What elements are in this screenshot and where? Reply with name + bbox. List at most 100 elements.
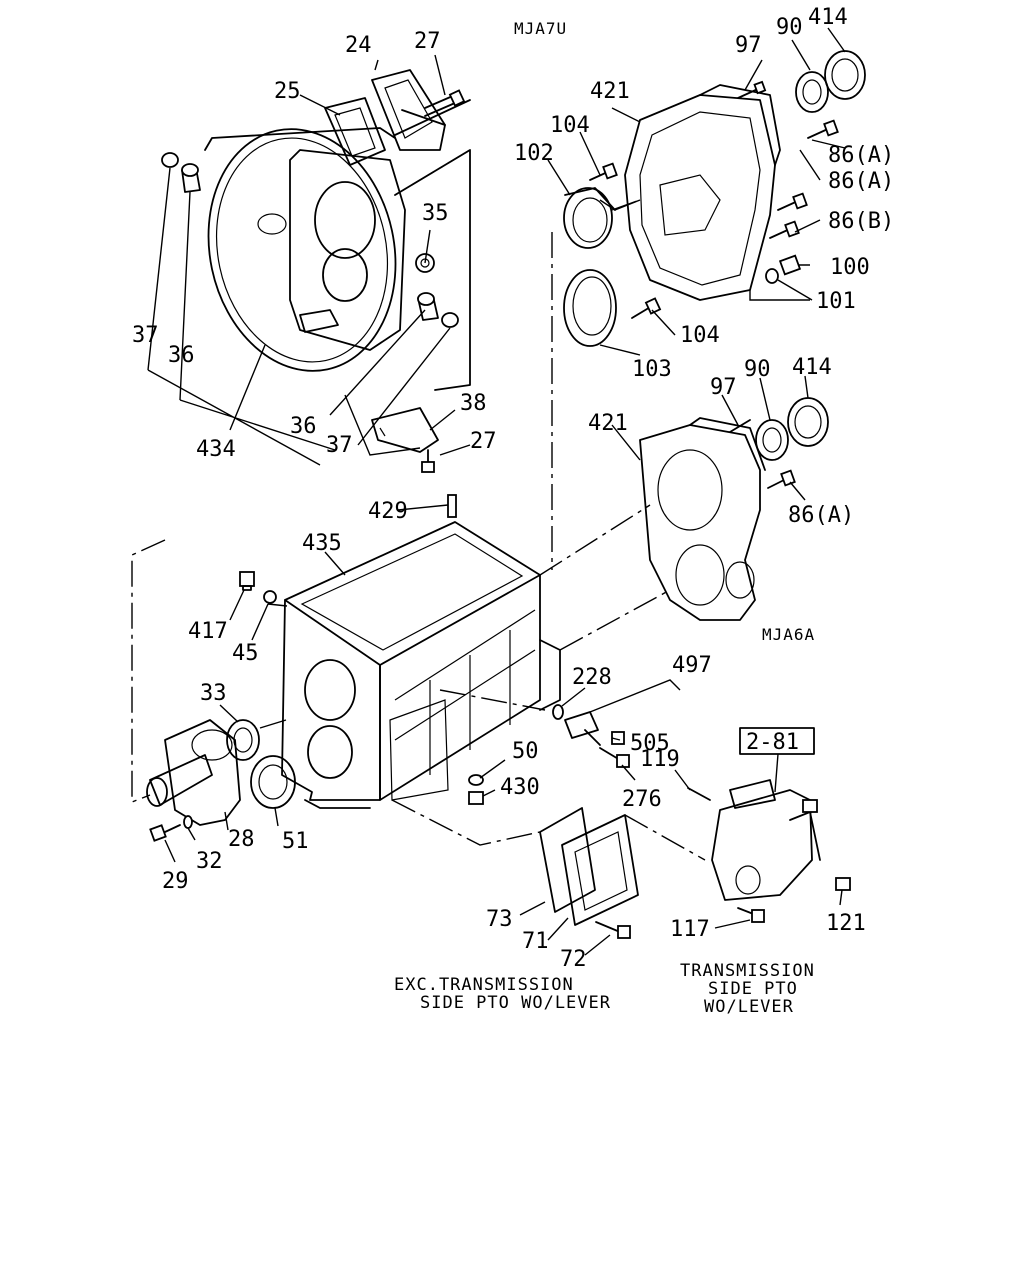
label-104-lower: 104	[680, 323, 720, 348]
label-434: 434	[196, 437, 236, 462]
label-86a-3: 86(A)	[788, 503, 854, 528]
plug-430	[468, 791, 484, 805]
label-121: 121	[826, 911, 866, 936]
label-36-right: 36	[290, 414, 317, 439]
label-24: 24	[345, 33, 372, 58]
seal-51	[250, 755, 296, 809]
seal-102	[563, 187, 616, 249]
switch-497	[564, 711, 601, 746]
note-left-line2: SIDE PTO WO/LEVER	[420, 993, 611, 1013]
reference-number: 2-81	[746, 730, 799, 755]
washer-101	[765, 268, 779, 284]
label-45: 45	[232, 641, 259, 666]
label-86b: 86(B)	[828, 209, 894, 234]
label-100: 100	[830, 255, 870, 280]
label-497: 497	[672, 653, 712, 678]
label-228: 228	[572, 665, 612, 690]
pin-429	[447, 494, 457, 518]
note-right-line3: WO/LEVER	[704, 997, 794, 1017]
seal-414-upper	[824, 50, 866, 100]
washer-45	[263, 590, 277, 604]
bushing-36-right	[417, 292, 439, 321]
gasket-73	[539, 807, 596, 913]
studs-97-upper	[737, 80, 767, 99]
plug-100	[778, 254, 802, 276]
cover-71	[561, 814, 639, 926]
label-86a-1: 86(A)	[828, 143, 894, 168]
label-414-lower: 414	[792, 355, 832, 380]
bolt-276	[599, 747, 630, 768]
label-33: 33	[200, 681, 227, 706]
label-86a-2: 86(A)	[828, 169, 894, 194]
transmission-case-435	[281, 521, 561, 809]
bearing-33	[226, 719, 260, 761]
pto-unit	[711, 779, 821, 901]
bolt-86-lower	[767, 469, 796, 489]
bushing-37-left	[161, 152, 179, 168]
label-414-upper: 414	[808, 5, 848, 30]
label-38: 38	[460, 391, 487, 416]
label-104-upper: 104	[550, 113, 590, 138]
label-90-upper: 90	[776, 15, 803, 40]
label-505: 505	[630, 731, 670, 756]
label-37-left: 37	[132, 323, 159, 348]
seal-90-upper	[795, 71, 829, 113]
label-421-lower: 421	[588, 411, 628, 436]
label-25: 25	[274, 79, 301, 104]
bolt-27-lower	[421, 449, 435, 473]
plug-417	[239, 571, 255, 591]
label-90-lower: 90	[744, 357, 771, 382]
label-27-top: 27	[414, 29, 441, 54]
note-left-line1: EXC.TRANSMISSION	[394, 975, 574, 995]
label-71: 71	[522, 929, 549, 954]
bolts-86-upper	[769, 119, 839, 239]
bolts-104	[589, 162, 662, 319]
label-27-lower: 27	[470, 429, 497, 454]
cover-38	[371, 407, 439, 453]
rear-cover-421-upper	[624, 84, 781, 301]
oring-228	[552, 704, 564, 720]
cover-103	[563, 269, 617, 347]
label-36-left: 36	[168, 343, 195, 368]
reference-box	[739, 727, 815, 755]
label-32: 32	[196, 849, 223, 874]
label-50: 50	[512, 739, 539, 764]
label-435: 435	[302, 531, 342, 556]
washer-32	[183, 815, 193, 829]
label-276: 276	[622, 787, 662, 812]
gasket-25	[324, 97, 386, 166]
label-103: 103	[632, 357, 672, 382]
label-119: 119	[640, 747, 680, 772]
seal-414-lower	[787, 397, 829, 447]
label-421-upper: 421	[590, 79, 630, 104]
label-73: 73	[486, 907, 513, 932]
label-117: 117	[670, 917, 710, 942]
cover-plate-24	[371, 69, 446, 151]
note-right-line1: TRANSMISSION	[680, 961, 815, 981]
label-97-lower: 97	[710, 375, 737, 400]
bolt-117	[737, 907, 765, 923]
label-429: 429	[368, 499, 408, 524]
rear-cover-421-lower	[639, 417, 766, 621]
note-right-line2: SIDE PTO	[708, 979, 798, 999]
model-code-top: MJA7U	[514, 19, 567, 38]
bushing-37-right	[441, 312, 459, 328]
label-72: 72	[560, 947, 587, 972]
bolt-72	[595, 921, 631, 939]
stud-97-lower	[729, 419, 751, 433]
bushing-36-left	[181, 163, 201, 193]
label-29: 29	[162, 869, 189, 894]
stud-119	[687, 787, 711, 801]
label-97-upper: 97	[735, 33, 762, 58]
front-cover-28	[146, 719, 241, 826]
label-28: 28	[228, 827, 255, 852]
washer-50	[468, 774, 484, 786]
nut-121	[835, 877, 851, 891]
label-430: 430	[500, 775, 540, 800]
seal-90-lower	[755, 419, 789, 461]
label-51: 51	[282, 829, 309, 854]
label-102: 102	[514, 141, 554, 166]
model-code-right: MJA6A	[762, 625, 815, 644]
label-37-right: 37	[326, 433, 353, 458]
